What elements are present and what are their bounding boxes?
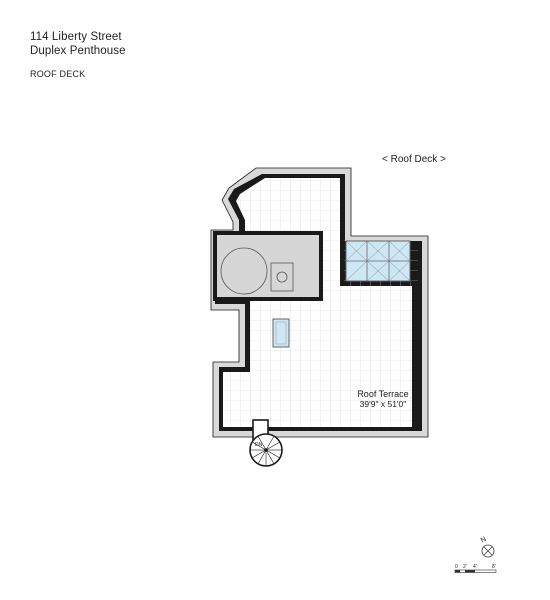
scale-tick-4: 4' — [473, 564, 477, 570]
vent-box — [270, 262, 294, 292]
small-skylight — [272, 318, 290, 348]
floor-navigator[interactable]: < Roof Deck > — [382, 154, 446, 165]
scale-tick-8: 8' — [492, 564, 496, 570]
compass-icon — [481, 544, 495, 558]
property-address: 114 Liberty Street — [30, 31, 122, 43]
tank-circle — [220, 247, 268, 295]
compass-north-label: N — [480, 536, 488, 545]
room-dimensions: 39'9" x 51'0" — [360, 399, 407, 409]
stair-direction-label: DN — [255, 442, 263, 448]
stair-treads — [250, 435, 282, 466]
level-label: ROOF DECK — [30, 69, 86, 79]
scale-tick-2: 2' — [463, 564, 467, 570]
room-name: Roof Terrace — [357, 389, 408, 399]
compass: N — [480, 536, 495, 558]
title-block: 114 Liberty Street Duplex Penthouse — [30, 30, 126, 58]
bulkhead-roof — [217, 235, 319, 297]
vent-circle — [276, 271, 288, 283]
scale-bar: 0 2' 4' 8' — [454, 564, 497, 573]
scale-tick-0: 0 — [455, 564, 458, 570]
unit-name: Duplex Penthouse — [30, 45, 126, 57]
